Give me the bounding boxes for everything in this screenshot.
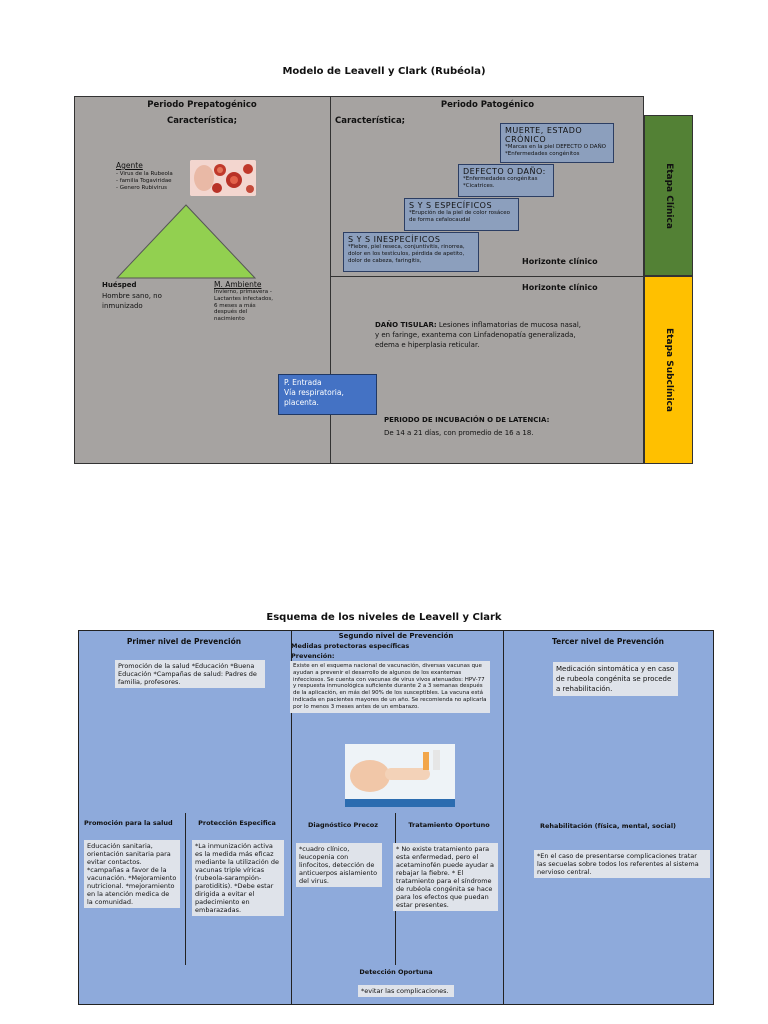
etapa-clinica-band: Etapa Clínica	[644, 115, 693, 276]
step-defecto: DEFECTO O DAÑO: *Enfermedades congénitas…	[458, 164, 554, 197]
step-sys-especificos-text: *Erupción de la piel de color rosáceo de…	[409, 210, 510, 223]
epidemiologic-triangle	[115, 204, 257, 279]
huesped-title: Huésped	[102, 281, 137, 289]
primer-nivel-heading: Primer nivel de Prevención	[126, 637, 242, 646]
rehabilitacion-heading: Rehabilitación (física, mental, social)	[539, 822, 677, 830]
step-sys-inespecificos: S Y S INESPECÍFICOS *Fiebre, piel reseca…	[343, 232, 479, 272]
step-muerte: MUERTE, ESTADO CRÓNICO *Marcas en la pie…	[500, 123, 614, 163]
patogenic-heading: Periodo Patogénico	[440, 100, 535, 110]
step-muerte-title: MUERTE, ESTADO CRÓNICO	[505, 126, 583, 144]
agente-item: - Genero Rubivirus	[116, 184, 167, 191]
huesped-text: Hombre sano, no inmunizado	[102, 292, 162, 310]
promocion-heading: Promoción para la salud	[84, 819, 173, 827]
segundo-nivel-sub1: Medidas protectoras específicas	[291, 642, 410, 650]
step-muerte-text: *Marcas en la piel DEFECTO O DAÑO *Enfer…	[505, 144, 607, 157]
horizonte-clinico-label: Horizonte clínico	[522, 257, 598, 266]
prepatogenic-heading: Periodo Prepatogénico	[147, 100, 257, 110]
etapa-subclinica-band: Etapa Subclínica	[644, 276, 693, 464]
agente-item: - familia Togaviridae	[116, 177, 172, 184]
entrada-text: Vía respiratoria, placenta.	[284, 388, 344, 407]
segundo-nivel-sub2: Prevención:	[291, 652, 335, 660]
dano-tisular-label: DAÑO TISULAR:	[375, 321, 437, 329]
tratamiento-text: * No existe tratamiento para esta enferm…	[393, 843, 498, 911]
diagnostico-heading: Diagnóstico Precoz	[307, 821, 379, 829]
segundo-nivel-heading: Segundo nivel de Prevención	[338, 632, 454, 640]
step-sys-inespecificos-title: S Y S INESPECÍFICOS	[348, 235, 441, 244]
horizonte-line	[331, 276, 644, 277]
step-defecto-title: DEFECTO O DAÑO:	[463, 167, 546, 176]
tercer-nivel-heading: Tercer nivel de Prevención	[552, 637, 664, 646]
primer-nivel-box: Promoción de la salud *Educación *Buena …	[115, 660, 265, 688]
dano-tisular-text: Lesiones inflamatorias de mucosa nasal, …	[375, 321, 582, 349]
deteccion-text: *evitar las complicaciones.	[358, 985, 454, 997]
step-sys-especificos: S Y S ESPECÍFICOS *Erupción de la piel d…	[404, 198, 519, 231]
vaccination-photo	[345, 744, 455, 807]
step-defecto-text: *Enfermedades congénitas *Cicatrices.	[463, 176, 538, 189]
agente-list: - Virus de la Rubeola - familia Togaviri…	[116, 171, 188, 191]
rehabilitacion-text: *En el caso de presentarse complicacione…	[534, 850, 710, 878]
column-divider	[291, 631, 292, 1005]
diagram2-title: Esquema de los niveles de Leavell y Clar…	[266, 612, 502, 623]
dano-tisular: DAÑO TISULAR: Lesiones inflamatorias de …	[375, 320, 585, 350]
rubella-virus-image	[190, 160, 256, 196]
promocion-text: Educación sanitaria, orientación sanitar…	[84, 840, 180, 908]
proteccion-heading: Protección Especifica	[198, 819, 276, 827]
step-sys-inespecificos-text: *Fiebre, piel reseca, conjuntivitis, rin…	[348, 244, 465, 264]
prepatogenic-caracteristica: Característica;	[166, 116, 238, 126]
agente-item: - Virus de la Rubeola	[116, 171, 173, 177]
tercer-nivel-box: Medicación sintomática y en caso de rube…	[553, 662, 678, 696]
agente-title: Agente	[116, 161, 143, 170]
incubacion-text: De 14 a 21 días, con promedio de 16 a 18…	[384, 429, 534, 437]
subcolumn-divider	[185, 813, 186, 965]
etapa-subclinica-label: Etapa Subclínica	[663, 328, 674, 412]
ambiente-text: Invierno, primavera -Lactantes infectado…	[214, 289, 273, 323]
tratamiento-heading: Tratamiento Oportuno	[408, 821, 490, 829]
incubacion-title: PERIODO DE INCUBACIÓN O DE LATENCIA:	[384, 416, 550, 424]
segundo-nivel-box: Existe en el esquema nacional de vacunac…	[290, 661, 490, 713]
column-divider	[503, 631, 504, 1005]
horizonte-clinico-label: Horizonte clínico	[522, 283, 598, 292]
proteccion-text: *La inmunización activa es la medida más…	[192, 840, 284, 916]
ambiente-title: M. Ambiente	[214, 280, 262, 289]
deteccion-heading: Detección Oportuna	[359, 968, 433, 976]
puerta-entrada-box: P. Entrada Vía respiratoria, placenta.	[278, 374, 377, 415]
step-sys-especificos-title: S Y S ESPECÍFICOS	[409, 201, 493, 210]
diagram1-title: Modelo de Leavell y Clark (Rubéola)	[282, 66, 486, 77]
diagnostico-text: *cuadro clínico, leucopenia con linfocit…	[296, 843, 382, 887]
etapa-clinica-label: Etapa Clínica	[663, 162, 674, 229]
patogenic-caracteristica: Característica;	[335, 116, 406, 126]
period-divider	[330, 96, 331, 464]
entrada-title: P. Entrada	[284, 378, 322, 387]
